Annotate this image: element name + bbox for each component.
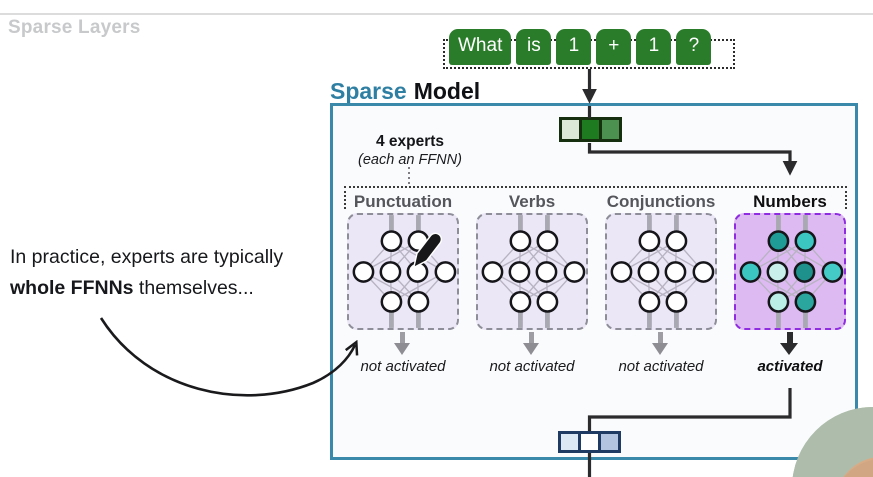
expert-status: activated: [757, 358, 823, 375]
ffnn-node: [380, 230, 403, 253]
token: is: [516, 29, 552, 65]
ffnn-node: [637, 261, 660, 283]
expert-arrow-head: [523, 343, 539, 355]
token: 1: [636, 29, 672, 65]
ffnn-node: [509, 230, 532, 253]
expert-arrow-head: [652, 343, 668, 355]
top-divider: [0, 13, 873, 15]
expert-name: Punctuation: [353, 192, 453, 211]
ffnn-node: [767, 230, 790, 253]
ffnn-node: [508, 261, 531, 283]
expert-card: Numbers activated: [734, 192, 846, 388]
ffnn-node: [536, 230, 559, 253]
expert-arrow-stub: [400, 332, 405, 343]
expert-status: not activated: [360, 358, 446, 375]
ffnn-node: [739, 261, 762, 283]
ffnn-network: [610, 215, 715, 328]
router-label: 4 experts (each an FFNN): [340, 133, 480, 168]
vector-cell: [582, 120, 599, 139]
ffnn-node: [692, 261, 715, 283]
ffnn-node: [352, 261, 375, 283]
ffnn-node: [766, 261, 789, 283]
ffnn-node: [407, 290, 430, 313]
router-label-count: 4 experts: [375, 133, 445, 150]
ffnn-node: [821, 261, 844, 283]
ffnn-node: [380, 290, 403, 313]
vector-cell: [562, 120, 579, 139]
vector-cell: [581, 434, 598, 450]
slide-title: Sparse Layers: [8, 17, 141, 38]
annotation-bold: whole FFNNs: [10, 277, 134, 299]
ffnn-node: [794, 290, 817, 313]
expert-ffnn-box: [347, 213, 459, 330]
ffnn-node: [767, 290, 790, 313]
ffnn-node: [664, 261, 687, 283]
ffnn-node: [509, 290, 532, 313]
ffnn-node: [379, 261, 402, 283]
router-label-sub: (each an FFNN): [358, 152, 462, 168]
ffnn-node: [610, 261, 633, 283]
ffnn-node: [638, 230, 661, 253]
ffnn-node: [481, 261, 504, 283]
ffnn-node: [794, 230, 817, 253]
ffnn-node: [535, 261, 558, 283]
expert-ffnn-box: [734, 213, 846, 330]
expert-arrow-stub: [658, 332, 663, 343]
model-title-rest: Model: [413, 78, 481, 104]
vector-cell: [602, 120, 619, 139]
router-output-vector: [558, 431, 621, 453]
expert-name: Numbers: [753, 192, 827, 211]
token: ?: [676, 29, 712, 65]
expert-arrow-stub: [529, 332, 534, 343]
ffnn-node: [536, 290, 559, 313]
expert-ffnn-box: [476, 213, 588, 330]
expert-status: not activated: [618, 358, 704, 375]
expert-ffnn-box: [605, 213, 717, 330]
ffnn-network: [481, 215, 586, 328]
expert-arrow-head: [394, 343, 410, 355]
vector-cell: [561, 434, 578, 450]
expert-status: not activated: [489, 358, 575, 375]
annotation-curved-arrow: [99, 317, 355, 397]
token: +: [596, 29, 632, 65]
ffnn-node: [665, 290, 688, 313]
expert-name: Verbs: [508, 192, 556, 211]
model-title-accent: Sparse: [330, 78, 407, 104]
expert-arrow-head: [780, 343, 798, 355]
ffnn-network: [352, 215, 457, 328]
expert-arrow-stub: [786, 332, 793, 343]
ffnn-node: [434, 261, 457, 283]
ffnn-node: [665, 230, 688, 253]
expert-card: Verbs not activated: [476, 192, 588, 388]
expert-name: Conjunctions: [606, 192, 716, 211]
annotation-rest: themselves...: [133, 277, 254, 299]
annotation-line1: In practice, experts are typically: [10, 246, 284, 268]
annotation-text: In practice, experts are typically whole…: [10, 242, 283, 304]
ffnn-network: [739, 215, 844, 328]
experts-dotted-bracket: [344, 186, 847, 209]
token: 1: [556, 29, 592, 65]
expert-card: Conjunctions not activated: [605, 192, 717, 388]
token: What: [449, 29, 512, 65]
ffnn-node: [793, 261, 816, 283]
router-input-vector: [559, 117, 622, 142]
expert-card: Punctuation not activated: [347, 192, 459, 388]
ffnn-node: [563, 261, 586, 283]
ffnn-node: [638, 290, 661, 313]
vector-cell: [601, 434, 618, 450]
pencil-icon: [412, 232, 443, 269]
